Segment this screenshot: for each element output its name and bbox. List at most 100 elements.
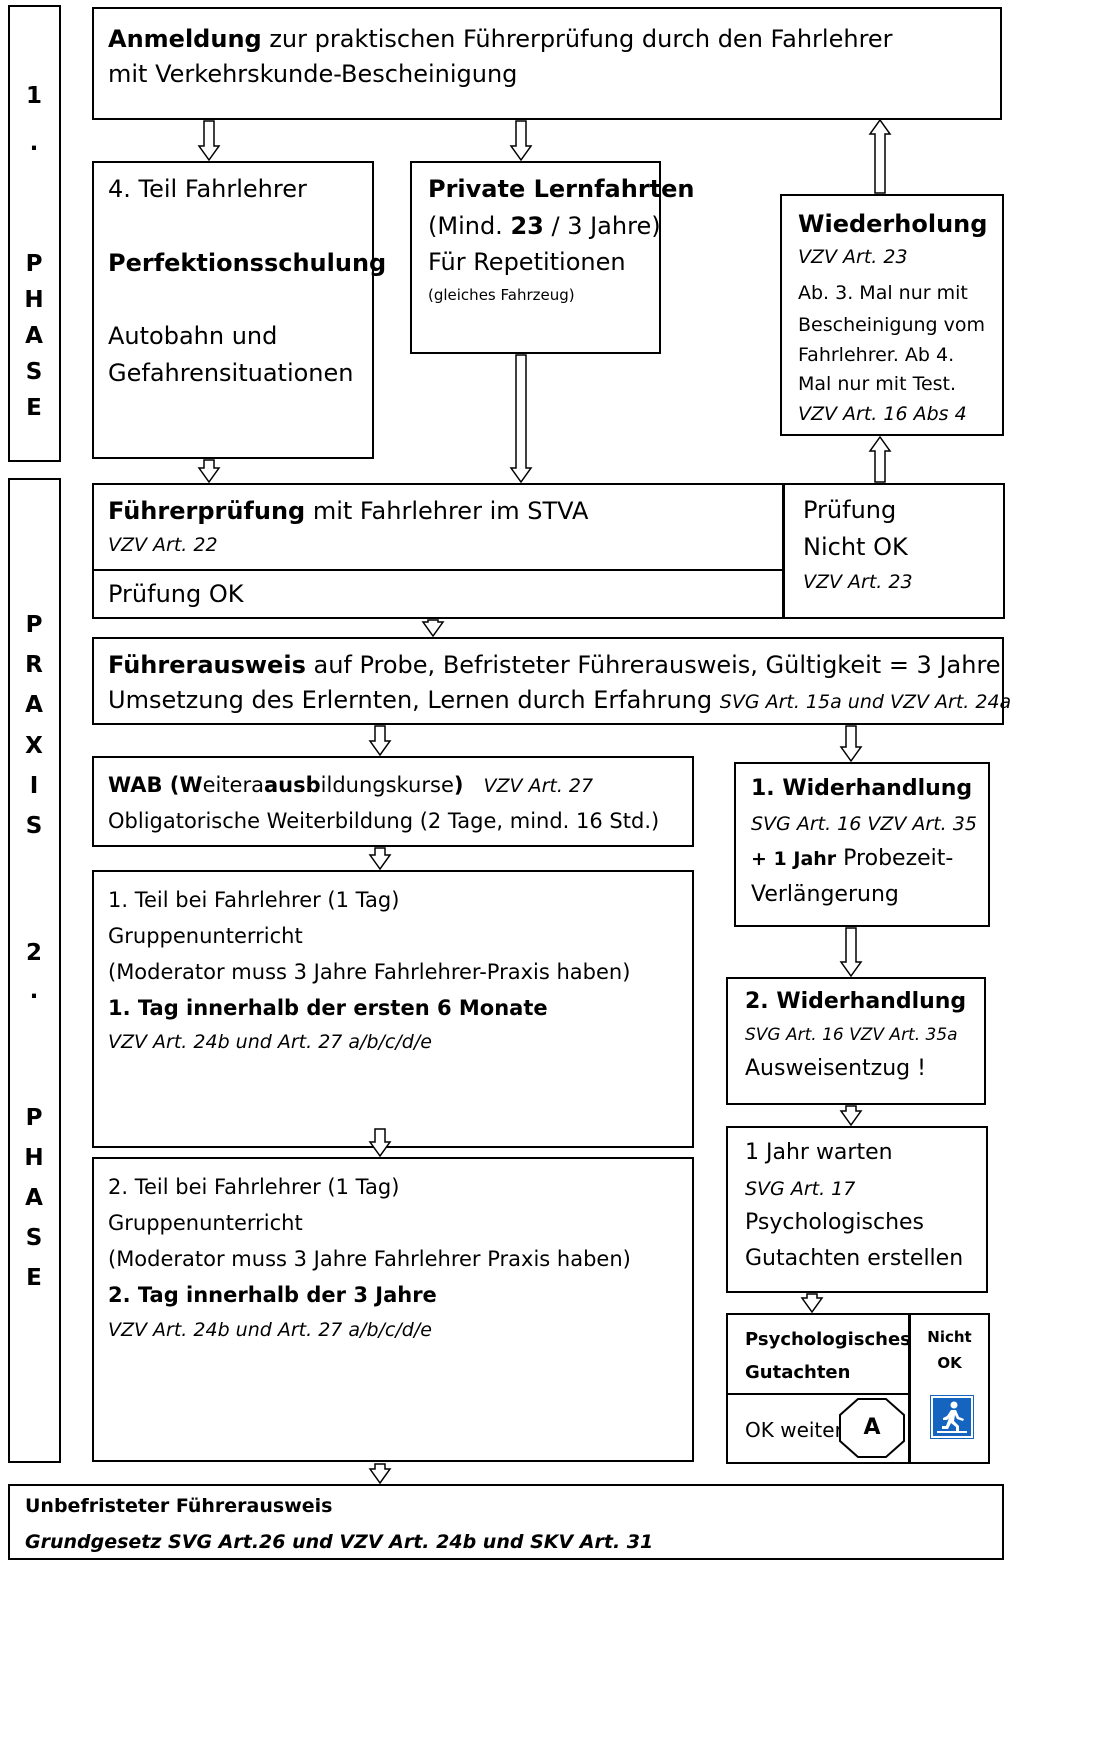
gutachten-line2: Gutachten [745,1362,851,1383]
wiederholung-line2: Bescheinigung vom [798,314,986,336]
arrow-down-icon [509,120,533,162]
arrow-down-icon [368,1463,392,1485]
phase-letter: H [24,1145,44,1171]
phase-letter: I [29,773,39,799]
gutachten-line1: Psychologisches [745,1329,911,1350]
teil2-line4: 2. Tag innerhalb der 3 Jahre [108,1283,437,1307]
arrow-down-icon [839,725,863,763]
lernfahrten-line3: Für Repetitionen [428,248,626,276]
fuehrerpruefung-line1: Führerprüfung mit Fahrlehrer im STVA [108,497,589,525]
arrow-down-icon [839,1105,863,1127]
phase-letter: . [29,978,39,1004]
teil2-box [92,1157,694,1462]
phase1-sidebar [8,5,61,462]
lernfahrten-box [410,161,661,354]
warten-ref: SVG Art. 17 [745,1178,856,1200]
emergency-exit-icon [930,1395,974,1439]
phase-letter: P [25,612,43,638]
teil2-line2: Gruppenunterricht [108,1211,303,1235]
teil2-ref: VZV Art. 24b und Art. 27 a/b/c/d/e [108,1319,432,1341]
phase-letter: R [25,652,43,678]
anmeldung-box [92,7,1002,120]
teil1-line3: (Moderator muss 3 Jahre Fahrlehrer-Praxi… [108,960,631,984]
teil1-box [92,870,694,1148]
phase-letter: E [26,395,42,421]
unbefristet-ref: Grundgesetz SVG Art.26 und VZV Art. 24b … [25,1531,654,1553]
phase-letter: A [25,692,43,718]
fuehrerausweis-line1: Führerausweis auf Probe, Befristeter Füh… [108,651,1001,679]
teil1-line1: 1. Teil bei Fahrlehrer (1 Tag) [108,888,400,912]
wiederholung-title: Wiederholung [798,210,988,238]
phase2-sidebar [8,478,61,1463]
nicht-ok-box [783,483,1005,619]
phase-letter: 1 [25,83,42,109]
arrow-down-icon [197,120,221,162]
octagon-label: A [863,1415,881,1440]
nicht-ok-line2: Nicht OK [803,533,908,561]
fuehrerpruefung-box [92,483,784,619]
teil4-line4: Gefahrensituationen [108,359,354,387]
phase-letter: P [25,251,43,277]
octagon-a-icon [839,1398,905,1458]
wiederholung-box [780,194,1004,436]
teil4-line2: Perfektionsschulung [108,249,387,277]
nicht-ok-line1: Prüfung [803,496,897,524]
phase-letter: A [25,1185,43,1211]
wab-box [92,756,694,847]
warten-line1: 1 Jahr warten [745,1140,893,1165]
gutachten-ok: OK weiter [745,1418,843,1442]
arrow-up-icon [868,118,892,194]
warten-box [726,1126,988,1293]
teil2-line1: 2. Teil bei Fahrlehrer (1 Tag) [108,1175,400,1199]
widerhandlung1-box [734,762,990,927]
teil1-ref: VZV Art. 24b und Art. 27 a/b/c/d/e [108,1031,432,1053]
gutachten-nicht-ok-box [909,1313,990,1464]
phase-letter: X [25,733,43,759]
phase-letter: 2 [25,940,42,966]
gutachten-nicht2: OK [937,1354,962,1372]
phase-letter: S [25,1225,43,1251]
pruefung-ok: Prüfung OK [108,580,244,608]
fuehrerpruefung-ref: VZV Art. 22 [108,534,218,556]
arrow-up-icon [868,435,892,483]
unbefristet-title: Unbefristeter Führerausweis [25,1495,333,1517]
teil1-line2: Gruppenunterricht [108,924,303,948]
arrow-down-icon [800,1293,824,1314]
wiederholung-line4: Mal nur mit Test. [798,373,957,395]
phase-letter: E [26,1265,42,1291]
widerhandlung2-title: 2. Widerhandlung [745,989,967,1014]
anmeldung-line1: Anmeldung zur praktischen Führerprüfung … [108,25,893,53]
unbefristet-box [8,1484,1004,1560]
warten-line3: Psychologisches [745,1210,925,1235]
fuehrerausweis-line2: Umsetzung des Erlernten, Lernen durch Er… [108,686,1012,714]
warten-line4: Gutachten erstellen [745,1246,964,1271]
arrow-down-icon [368,847,392,871]
phase-letter: S [25,359,43,385]
gutachten-nicht1: Nicht [927,1328,972,1346]
gutachten-divider [726,1393,910,1395]
wiederholung-line3: Fahrlehrer. Ab 4. [798,344,955,366]
phase-letter: . [29,130,39,156]
wiederholung-ref1: VZV Art. 23 [798,246,908,268]
anmeldung-line2: mit Verkehrskunde-Bescheinigung [108,60,518,88]
arrow-down-icon [197,459,221,484]
arrow-down-icon [368,1128,392,1158]
fuehrerpruefung-divider [92,569,784,571]
phase-letter: S [25,813,43,839]
wab-line1: WAB (Weiteraausbildungskurse) VZV Art. 2… [108,773,594,797]
teil4-line3: Autobahn und [108,322,278,350]
teil4-line1: 4. Teil Fahrlehrer [108,175,307,203]
teil4-box [92,161,374,459]
wab-line2: Obligatorische Weiterbildung (2 Tage, mi… [108,809,660,833]
wiederholung-ref2: VZV Art. 16 Abs 4 [798,403,967,425]
fuehrerausweis-box [92,637,1004,725]
phase-letter: P [25,1105,43,1131]
arrow-down-icon [368,725,392,757]
lernfahrten-title: Private Lernfahrten [428,175,695,203]
arrow-down-icon [509,354,533,484]
widerhandlung2-box [726,977,986,1105]
arrow-down-icon [421,619,445,638]
widerhandlung2-ref: SVG Art. 16 VZV Art. 35a [745,1025,958,1045]
widerhandlung1-line4: Verlängerung [751,882,899,907]
